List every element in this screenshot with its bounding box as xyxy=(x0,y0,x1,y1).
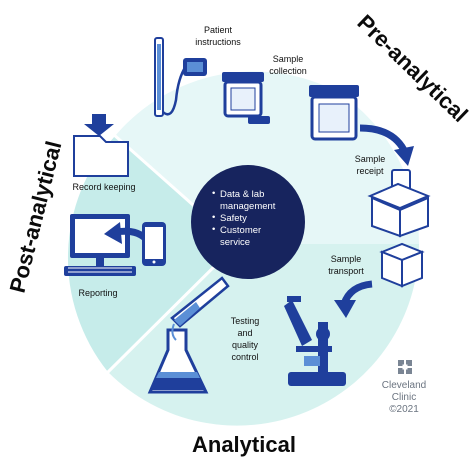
open-box-icon xyxy=(367,169,431,238)
step-label-sample-collection: collection xyxy=(269,66,307,76)
phase-label-post-analytical: Post-analytical xyxy=(5,138,67,295)
specimen-container-icon xyxy=(222,72,270,124)
curved-arrow-icon xyxy=(334,280,373,318)
center-bullet: • xyxy=(212,188,215,199)
computer-icon xyxy=(64,214,136,276)
center-bullet: • xyxy=(212,212,215,223)
test-tube-icon xyxy=(170,276,230,341)
urine-cup-icon xyxy=(154,37,207,117)
step-label-record-keeping: Record keeping xyxy=(72,182,135,192)
center-bullet: • xyxy=(212,224,215,235)
specimen-container-icon xyxy=(309,85,359,141)
closed-box-icon xyxy=(379,242,425,288)
phase-label-pre-analytical: Pre-analytical xyxy=(353,10,473,127)
logo-copyright: ©2021 xyxy=(389,404,419,415)
center-item: Customer xyxy=(220,225,261,236)
step-label-testing: control xyxy=(231,352,258,362)
cleveland-clinic-logo: Cleveland Clinic ©2021 xyxy=(382,360,426,415)
step-label-sample-receipt: Sample xyxy=(355,154,386,164)
step-label-testing: and xyxy=(237,328,252,338)
curved-arrow-icon xyxy=(359,124,414,166)
step-label-patient-instructions: Patient xyxy=(204,25,233,35)
flask-icon xyxy=(147,328,209,394)
center-item: service xyxy=(220,237,250,248)
folder-icon xyxy=(73,114,129,177)
microscope-icon xyxy=(284,296,346,386)
center-item: Safety xyxy=(220,213,247,224)
smartphone-icon xyxy=(142,222,166,266)
step-label-testing: Testing xyxy=(231,316,260,326)
center-circle: • Data & lab management • Safety • Custo… xyxy=(191,165,305,279)
step-label-sample-transport: transport xyxy=(328,266,364,276)
step-label-sample-collection: Sample xyxy=(273,54,304,64)
center-item: Data & lab xyxy=(220,189,264,200)
step-label-testing: quality xyxy=(232,340,259,350)
logo-text: Cleveland xyxy=(382,380,426,391)
center-item: management xyxy=(220,201,276,212)
logo-text: Clinic xyxy=(392,392,416,403)
step-label-sample-receipt: receipt xyxy=(356,166,384,176)
phase-label-analytical: Analytical xyxy=(192,432,296,457)
step-label-sample-transport: Sample xyxy=(331,254,362,264)
step-label-reporting: Reporting xyxy=(78,288,117,298)
step-label-patient-instructions: instructions xyxy=(195,37,241,47)
